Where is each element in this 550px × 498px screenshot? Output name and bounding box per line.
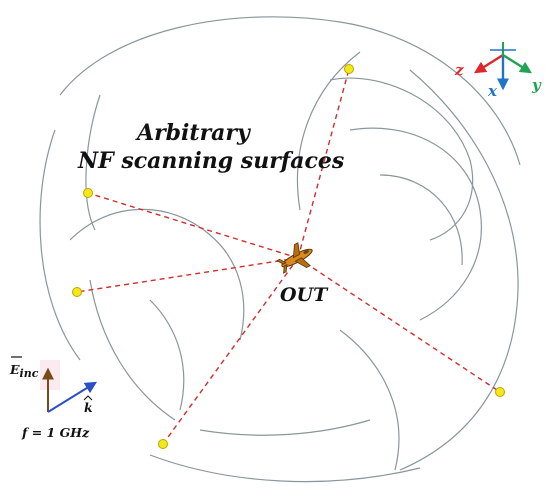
surface-arc-right-inner-2 [349,127,482,321]
ray-left-lower [76,257,299,293]
z-axis-label: z [454,61,464,79]
probe-point-left-lower [72,287,82,297]
ray-right [297,257,501,393]
surface-arc-left-lower-1 [69,208,245,341]
probe-point-left-upper [83,188,93,198]
probe-point-top [344,64,354,74]
probe-point-right [495,387,505,397]
incident-field-legend: Einc k f = 1 GHz [9,356,98,440]
z-axis-icon [473,53,504,74]
aircraft-out-icon [276,242,313,274]
surface-arc-top-inner [296,51,361,211]
surfaces-title-line1: Arbitrary [135,120,252,146]
ray-top [297,68,350,259]
surface-arc-right-inner-3 [379,174,463,266]
probe-point-bottom [158,439,168,449]
frequency-label: f = 1 GHz [21,425,90,440]
surface-arc-outer-right [399,69,519,471]
x-axis-label: x [487,82,498,100]
surface-arc-left-lower-2 [89,279,176,421]
k-label: k [84,400,93,415]
probe-rays [76,68,501,445]
einc-label: Einc [9,362,39,380]
surface-arc-left-mid [85,94,101,231]
surfaces-title-line2: NF scanning surfaces [77,148,344,174]
ray-left-upper [87,192,299,259]
surface-arc-right-inner-1 [329,77,474,241]
ray-bottom [162,257,299,445]
coordinate-axes: z x y [454,42,542,100]
out-label: OUT [280,284,329,306]
y-axis-label: y [531,76,542,94]
surface-arc-bottom-inner [199,419,371,436]
surface-arc-outer-top [59,16,521,166]
scanning-surface-arcs [39,16,521,483]
surface-arc-outer-left [39,129,81,361]
surface-arc-right-lower [339,329,400,471]
y-axis-icon [502,53,533,74]
k-arrow-icon [47,381,98,413]
surface-arc-bottom [149,454,421,483]
surface-arc-left-lower-3 [149,299,185,411]
